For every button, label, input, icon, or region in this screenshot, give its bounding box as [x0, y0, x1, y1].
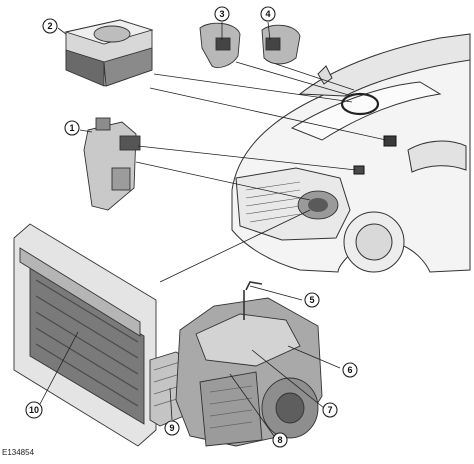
callout-6: 6	[342, 362, 358, 378]
callout-5: 5	[304, 292, 320, 308]
callout-3: 3	[214, 6, 230, 22]
figure-reference-code: E134854	[2, 448, 35, 457]
callout-label: 1	[69, 123, 74, 133]
vehicle-outline	[231, 33, 471, 273]
callout-label: 2	[47, 21, 52, 31]
callout-label: 3	[219, 9, 224, 19]
callout-label: 9	[169, 423, 174, 433]
callout-4: 4	[260, 6, 276, 22]
steering-wheel	[340, 92, 380, 116]
transmission-part	[175, 281, 323, 447]
callout-7: 7	[322, 402, 338, 418]
callout-label: 4	[265, 9, 270, 19]
callout-label: 10	[29, 405, 39, 415]
callout-9: 9	[164, 420, 180, 436]
bracket-module-part	[83, 117, 141, 211]
callout-1: 1	[64, 120, 80, 136]
paddle-shifter-right-part	[261, 24, 301, 65]
callout-8: 8	[272, 432, 288, 448]
radiator-part	[13, 223, 157, 447]
callout-label: 7	[327, 405, 332, 415]
callout-2: 2	[42, 18, 58, 34]
callout-10: 10	[25, 401, 43, 419]
paddle-shifter-left-part	[199, 22, 241, 68]
callout-label: 8	[277, 435, 282, 445]
callout-label: 6	[347, 365, 352, 375]
callout-label: 5	[309, 295, 314, 305]
engine-bay-highlight	[297, 190, 339, 220]
control-module-part	[64, 19, 154, 87]
vehicle-grille	[245, 181, 301, 223]
leader-lines	[39, 21, 387, 437]
